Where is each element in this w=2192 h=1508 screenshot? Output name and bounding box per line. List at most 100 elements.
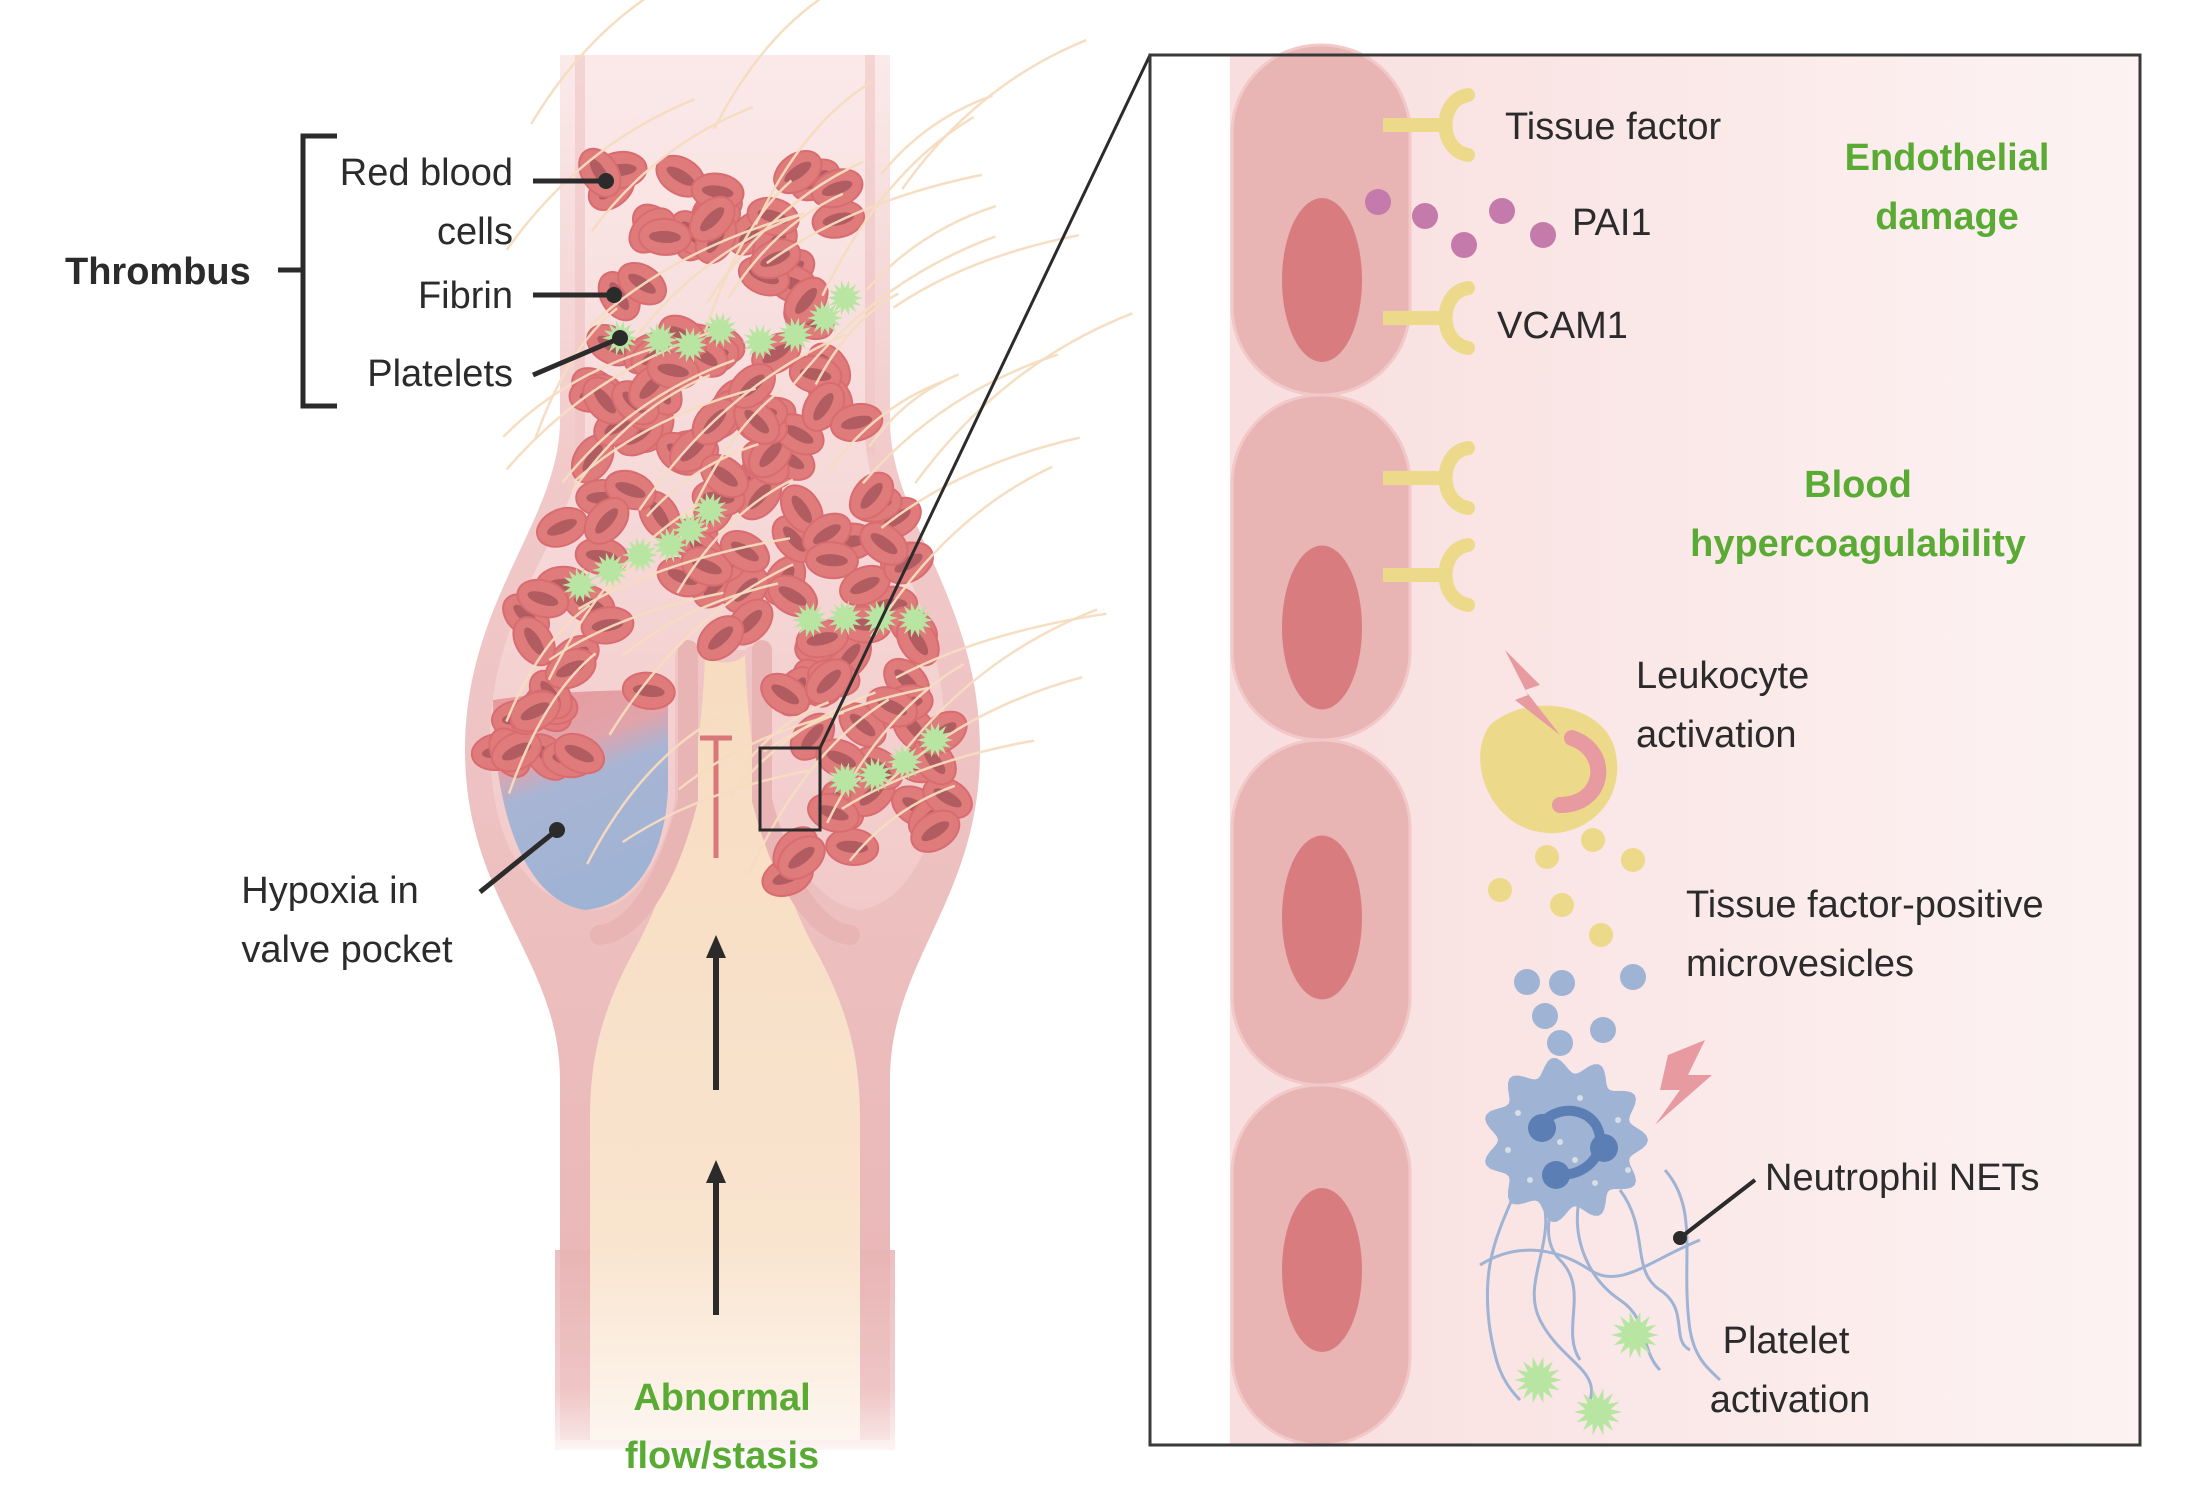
red-blood-cell-center bbox=[502, 742, 532, 761]
red-blood-cell bbox=[773, 150, 823, 195]
red-blood-cell-center bbox=[849, 713, 876, 737]
red-blood-cell-center bbox=[822, 212, 854, 227]
microvesicle bbox=[1549, 970, 1575, 996]
fibrin-strand bbox=[505, 98, 695, 251]
endothelial-nucleus bbox=[1282, 835, 1362, 1000]
hypoxia-annotation: Hypoxia in valve pocket bbox=[241, 822, 565, 971]
red-blood-cell-center bbox=[691, 558, 722, 575]
platelets-label: Platelets bbox=[367, 353, 513, 395]
fibrin-leader-dot bbox=[606, 287, 622, 303]
rbc-label-line2: cells bbox=[437, 211, 513, 253]
red-blood-cell bbox=[637, 217, 692, 256]
valve-leaflet-left bbox=[590, 640, 698, 945]
rbc-leader-dot bbox=[598, 173, 614, 189]
fibrin-strand bbox=[577, 537, 791, 611]
endothelial-nucleus bbox=[1282, 1188, 1362, 1352]
endothelial-nucleus bbox=[1282, 198, 1362, 362]
microvesicles-blue bbox=[1514, 964, 1646, 1056]
red-blood-cell-center bbox=[791, 495, 813, 523]
microvesicle bbox=[1532, 1003, 1558, 1029]
platelets-leader bbox=[532, 335, 621, 378]
lightning-icon bbox=[1655, 1040, 1712, 1125]
red-blood-cell bbox=[805, 658, 853, 705]
neutrophil-nets-label: Neutrophil NETs bbox=[1765, 1157, 2040, 1199]
fibrin-strand bbox=[880, 436, 1080, 529]
neutrophil-body bbox=[1485, 1058, 1648, 1222]
fibrin-strand bbox=[870, 465, 1053, 638]
microvesicle bbox=[1535, 845, 1559, 869]
fibrin-strand bbox=[676, 478, 794, 594]
fibrin-strand bbox=[561, 359, 735, 484]
red-blood-cell-center bbox=[667, 569, 698, 586]
zoom-line-top bbox=[818, 54, 1152, 749]
platelet bbox=[672, 512, 708, 548]
red-blood-cell bbox=[553, 732, 606, 775]
platelet bbox=[622, 537, 658, 573]
inhibition-marker bbox=[700, 735, 732, 858]
platelet bbox=[562, 567, 598, 603]
red-blood-cell bbox=[512, 616, 556, 667]
pai1-molecule bbox=[1365, 189, 1391, 215]
flow-label-line2: flow/stasis bbox=[625, 1435, 819, 1477]
red-blood-cell-center bbox=[907, 627, 929, 656]
red-blood-cell-center bbox=[923, 747, 946, 775]
red-blood-cell-center bbox=[870, 533, 898, 555]
red-blood-cell bbox=[810, 168, 864, 209]
hypoxia-leader bbox=[478, 828, 559, 894]
platelet bbox=[777, 317, 813, 353]
endothelial-damage-label-line2: damage bbox=[1875, 196, 2019, 238]
red-blood-cell-center bbox=[850, 576, 880, 595]
red-blood-cell-center bbox=[657, 363, 689, 378]
hypoxia-leader-dot bbox=[549, 822, 565, 838]
lightning-icon bbox=[1505, 650, 1560, 735]
red-blood-cell-center bbox=[784, 161, 812, 183]
platelet bbox=[807, 300, 843, 336]
red-blood-cell-center bbox=[595, 508, 619, 534]
fibrin-strand bbox=[573, 387, 757, 483]
red-blood-cell-center bbox=[921, 821, 950, 842]
activated-platelet bbox=[1611, 1311, 1659, 1359]
microvesicles-yellow bbox=[1488, 828, 1645, 947]
microvesicle bbox=[1547, 1030, 1573, 1056]
endothelial-damage-label-line1: Endothelial bbox=[1845, 137, 2050, 179]
leukocyte-label-line2: activation bbox=[1636, 714, 1797, 756]
fibrin-strand bbox=[507, 652, 597, 794]
red-blood-cell-center bbox=[524, 627, 545, 656]
platelets-leader-dot bbox=[612, 330, 628, 346]
red-blood-cell-center bbox=[813, 393, 834, 421]
neutrophil-leader bbox=[1678, 1178, 1757, 1240]
platelet bbox=[827, 280, 863, 316]
fibrin-strand bbox=[646, 443, 759, 518]
pai1-molecule bbox=[1530, 222, 1556, 248]
zoom-region-box bbox=[758, 746, 822, 832]
arrowhead-icon bbox=[706, 935, 726, 958]
red-blood-cell-center bbox=[648, 230, 681, 243]
red-blood-cell bbox=[922, 776, 973, 820]
platelet bbox=[857, 757, 893, 793]
fibrin-strand bbox=[829, 380, 943, 470]
fibrin-strand bbox=[747, 698, 890, 875]
microvesicles-label-line1: Tissue factor-positive bbox=[1686, 884, 2044, 926]
red-blood-cell bbox=[849, 471, 895, 520]
red-blood-cell-center bbox=[680, 438, 706, 462]
fibrin-strand bbox=[590, 105, 754, 233]
red-blood-cell bbox=[688, 195, 736, 243]
lumen bbox=[590, 655, 860, 1440]
pai1-molecules bbox=[1365, 189, 1556, 258]
receptor-icon bbox=[1383, 441, 1475, 515]
activated-platelet bbox=[1574, 1388, 1622, 1436]
pai1-molecule bbox=[1489, 198, 1515, 224]
fibrin-strand bbox=[729, 691, 876, 797]
microvesicle bbox=[1514, 969, 1540, 995]
fibrin-strand bbox=[868, 373, 959, 448]
fibrin-strand bbox=[588, 212, 805, 328]
fibrin-strand bbox=[586, 716, 720, 865]
fibrin-strand bbox=[632, 213, 801, 341]
pai1-molecule bbox=[1412, 203, 1438, 229]
platelet bbox=[742, 324, 778, 360]
platelet-activation-label-line1: Platelet bbox=[1723, 1320, 1850, 1362]
fibrin-strand bbox=[891, 608, 1098, 768]
platelet bbox=[917, 722, 953, 758]
red-blood-cell bbox=[536, 506, 588, 548]
vein-wall-inner-right bbox=[863, 55, 875, 455]
